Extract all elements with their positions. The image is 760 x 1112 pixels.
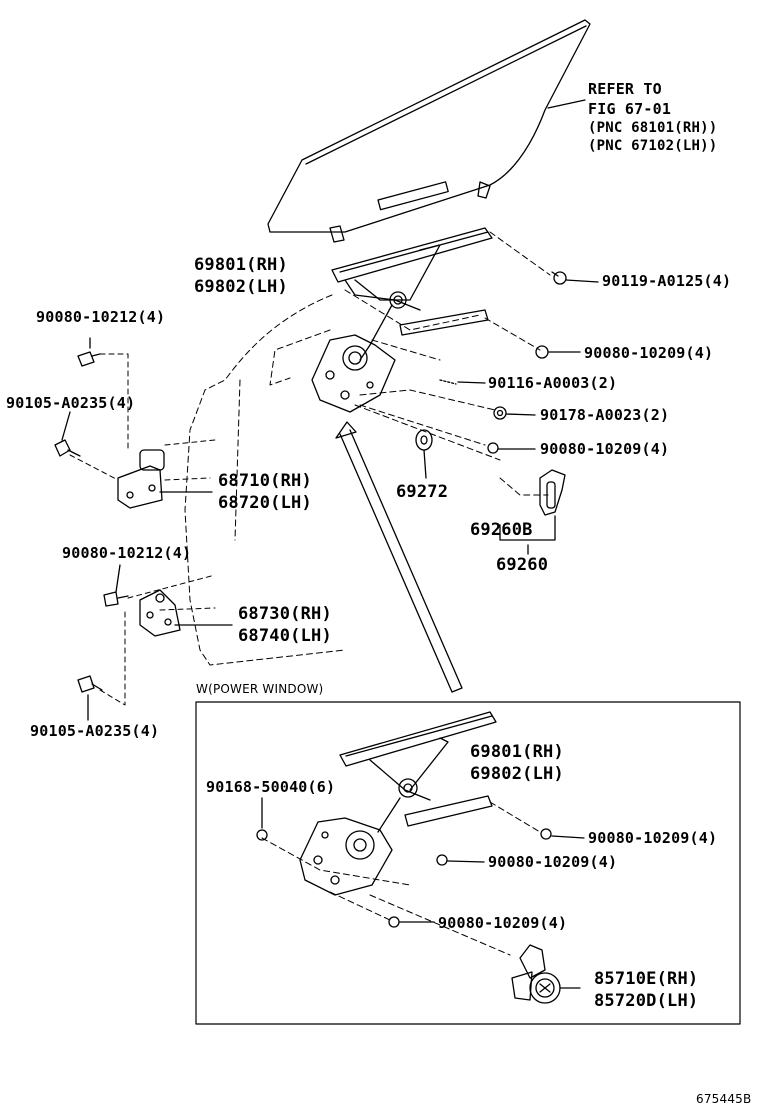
hinge-68720-lh: 68720(LH): [218, 493, 312, 514]
refer-line-1: REFER TO: [588, 80, 662, 98]
regulator-lh: 69802(LH): [194, 277, 288, 298]
hinge-68740-lh: 68740(LH): [238, 626, 332, 647]
label-90080-10209-top: 90080-10209(4): [584, 344, 714, 362]
handle-leader: [499, 515, 556, 541]
label-pw-bolt-b: 90080-10209(4): [488, 853, 618, 871]
hinge-68710-label: 68710(RH) 68720(LH): [218, 470, 312, 514]
label-90105-b: 90105-A0235(4): [30, 722, 160, 740]
refer-line-4: (PNC 67102(LH)): [588, 138, 718, 155]
hinge-68710-leaders: [69, 353, 216, 481]
pw-regulator-rh: 69801(RH): [470, 742, 564, 762]
label-pw-bolt-c: 90080-10209(4): [438, 914, 568, 932]
motor-lh: 85720D(LH): [594, 991, 699, 1012]
hinge-68710: [117, 449, 165, 509]
hinge-68730-rh: 68730(RH): [238, 604, 332, 624]
bolt-90080-10209-top: [535, 345, 549, 359]
label-90105-a: 90105-A0235(4): [6, 394, 136, 412]
window-motor: [511, 944, 561, 1004]
label-90080-10212-a: 90080-10212(4): [36, 308, 166, 326]
label-90178: 90178-A0023(2): [540, 406, 670, 424]
refer-note: REFER TO FIG 67-01 (PNC 68101(RH)) (PNC …: [588, 80, 717, 155]
label-90080-10212-b: 90080-10212(4): [62, 544, 192, 562]
regulator-rh: 69801(RH): [194, 255, 288, 275]
label-69260: 69260: [496, 555, 549, 575]
bolt-90080-10209-mid: [487, 442, 499, 454]
door-outline: [184, 294, 346, 666]
bolt-90080-a: [77, 351, 101, 367]
pw-bolt-a: [540, 828, 552, 840]
arrow-head: [335, 421, 357, 439]
pw-regulator-label: 69801(RH) 69802(LH): [470, 741, 564, 785]
pw-leaders: [261, 801, 541, 956]
motor-label: 85710E(RH) 85720D(LH): [594, 968, 698, 1012]
pw-bolt-c: [388, 916, 400, 928]
refer-line-2: FIG 67-01: [588, 99, 672, 118]
label-90080-10209-mid: 90080-10209(4): [540, 440, 670, 458]
nut-90178: [493, 406, 507, 420]
bolt-90080-b: [103, 591, 129, 607]
bolt-90105-b: [77, 675, 103, 693]
regulator-leaders: [344, 231, 551, 496]
window-regulator: [311, 227, 493, 413]
power-window-regulator: [299, 711, 497, 896]
bolt-90119: [551, 271, 567, 285]
label-pw-bolt-a: 90080-10209(4): [588, 829, 718, 847]
hinge-68730-leaders: [99, 574, 216, 706]
label-90119: 90119-A0125(4): [602, 272, 732, 290]
refer-leader: [547, 99, 586, 109]
arrow-shaft: [339, 429, 463, 693]
bolt-90105-a: [54, 439, 81, 457]
power-window-box: [195, 701, 741, 1025]
motor-rh: 85710E(RH): [594, 969, 699, 989]
regulator-label: 69801(RH) 69802(LH): [194, 254, 288, 298]
figure-id: 675445B: [696, 1092, 752, 1106]
bolt-90168: [256, 829, 268, 841]
hinge-68710-rh: 68710(RH): [218, 471, 312, 491]
label-69272: 69272: [396, 482, 449, 502]
hinge-68730-label: 68730(RH) 68740(LH): [238, 603, 332, 647]
hinge-68730: [139, 589, 181, 637]
door-glass: [267, 19, 591, 243]
label-69260b: 69260B: [470, 520, 533, 540]
pw-regulator-lh: 69802(LH): [470, 764, 564, 785]
refer-line-3: (PNC 68101(RH)): [588, 120, 718, 136]
power-window-title: W(POWER WINDOW): [196, 682, 324, 696]
label-90116: 90116-A0003(2): [488, 374, 618, 392]
pw-bolt-b: [436, 854, 448, 866]
window-handle: [539, 469, 566, 516]
label-90168: 90168-50040(6): [206, 778, 336, 796]
washer-69272: [415, 429, 433, 451]
